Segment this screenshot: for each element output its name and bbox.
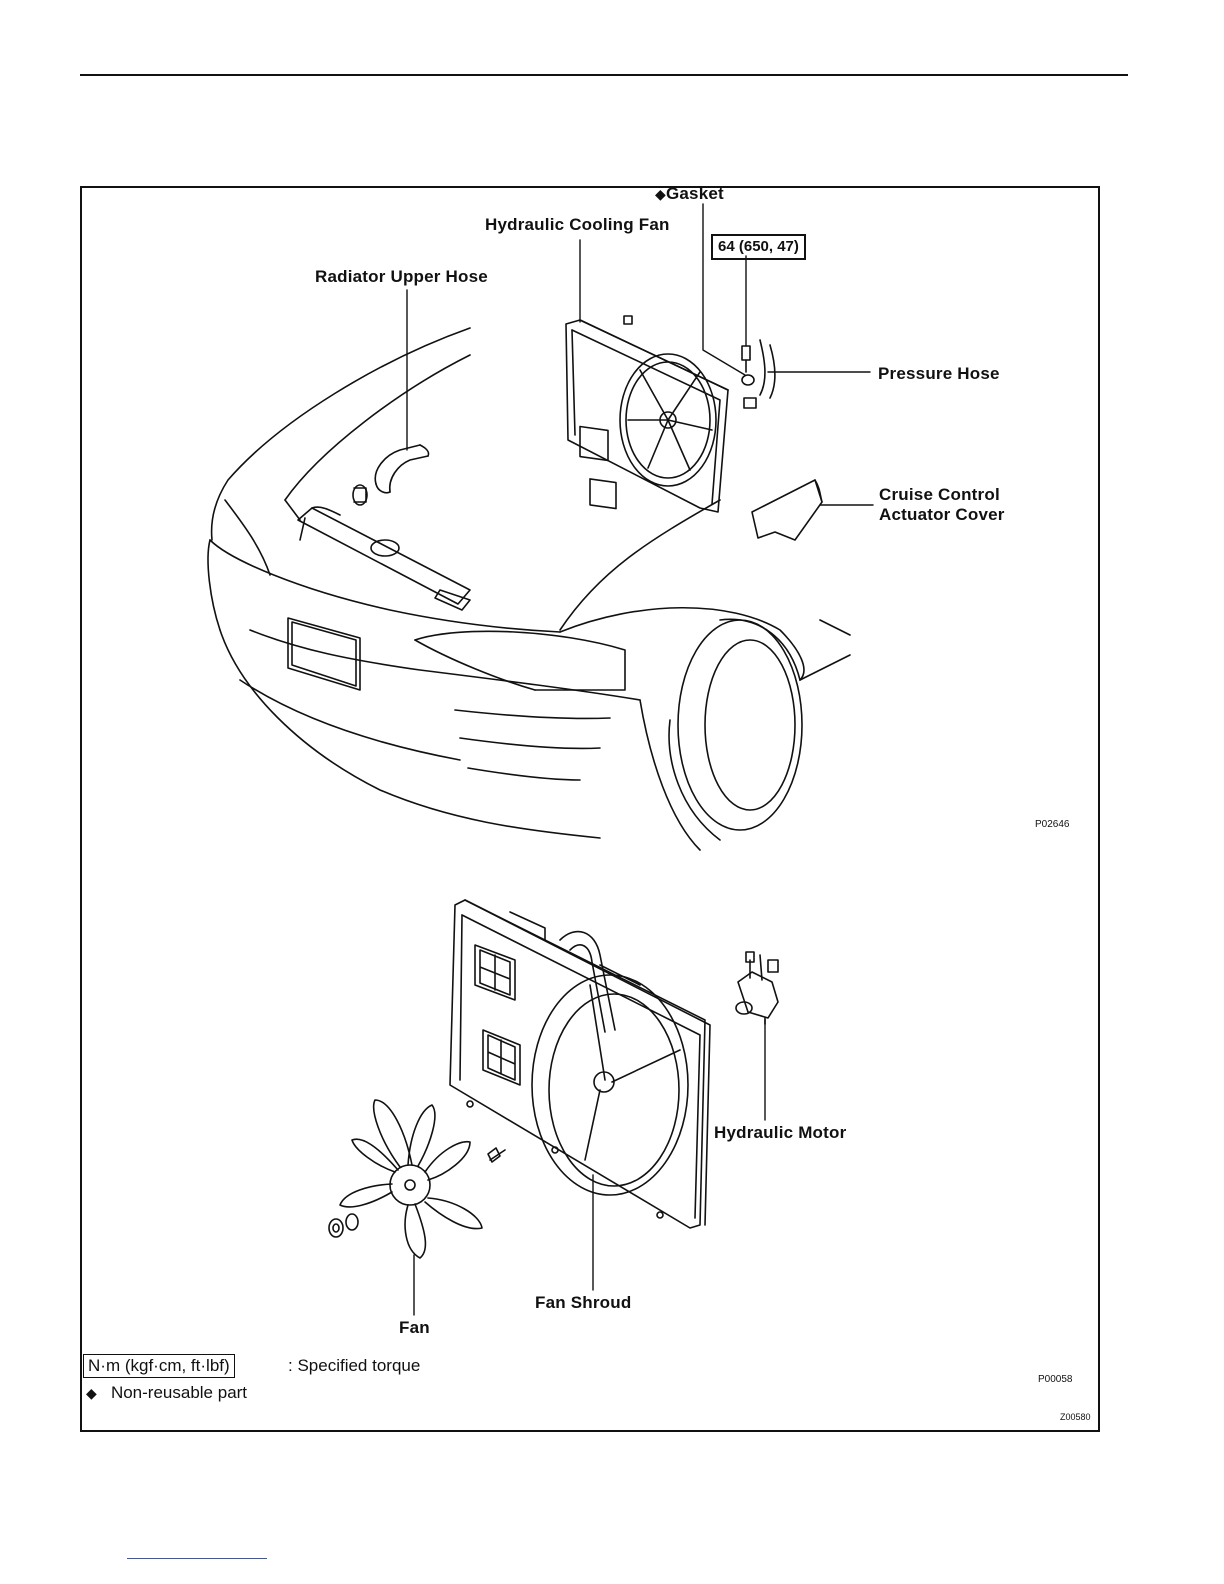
bolt: [488, 1148, 505, 1162]
nonreusable-icon: ◆: [655, 186, 666, 202]
footer-link-underline[interactable]: [127, 1558, 267, 1559]
legend-torque-unit: N·m (kgf·cm, ft·lbf): [83, 1354, 235, 1378]
fan-shroud-label: Fan Shroud: [535, 1293, 631, 1313]
hydraulic-motor-label: Hydraulic Motor: [714, 1123, 846, 1143]
figure-code-top: P02646: [1035, 819, 1069, 830]
cruise-control-label-2: Actuator Cover: [879, 505, 1005, 525]
fan-shroud-illustration: [450, 900, 710, 1228]
nut-washer: [329, 1214, 358, 1237]
gasket-label: ◆Gasket: [655, 184, 724, 204]
pressure-hose-label: Pressure Hose: [878, 364, 1000, 384]
car-front-illustration: [208, 328, 850, 850]
fan-blades: [340, 1100, 482, 1258]
radiator-upper-hose-label: Radiator Upper Hose: [315, 267, 488, 287]
pressure-hose-assembly: [742, 340, 775, 408]
cruise-control-label-1: Cruise Control: [879, 485, 1000, 505]
legend-torque-desc: : Specified torque: [288, 1355, 420, 1377]
figure-code-bottom: P00058: [1038, 1374, 1072, 1385]
fan-label: Fan: [399, 1318, 430, 1338]
figure-code-overall: Z00580: [1060, 1412, 1091, 1422]
hydraulic-motor: [736, 952, 778, 1024]
torque-spec-box: 64 (650, 47): [711, 234, 806, 260]
nonreusable-legend-icon: ◆: [86, 1385, 97, 1401]
cruise-control-cover: [752, 480, 822, 540]
hydraulic-cooling-fan-label: Hydraulic Cooling Fan: [485, 215, 670, 235]
legend-nonreusable: ◆ Non-reusable part: [86, 1382, 247, 1404]
